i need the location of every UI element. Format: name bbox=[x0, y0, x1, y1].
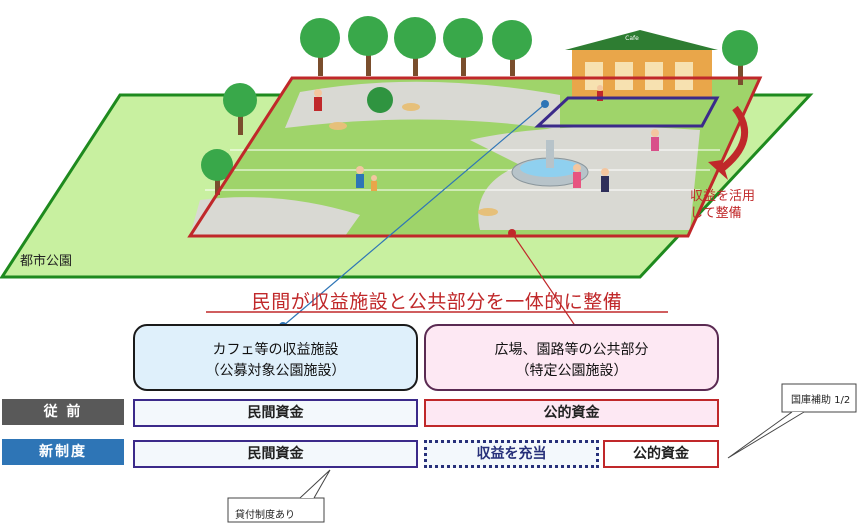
subsidy-callout-pointer bbox=[727, 411, 805, 459]
new-public-funds: 公的資金 bbox=[603, 440, 719, 468]
leader-dot-blue bbox=[541, 100, 549, 108]
cafe-building: Cafe bbox=[565, 30, 718, 98]
subsidy-callout-text: 国庫補助 1/2 bbox=[791, 395, 851, 406]
row-label-before: 従 前 bbox=[2, 399, 124, 425]
public-area-outline bbox=[187, 76, 763, 238]
loan-callout-pointer bbox=[299, 469, 331, 499]
new-private-funds: 民間資金 bbox=[133, 440, 418, 468]
row-label-new: 新制度 bbox=[2, 439, 124, 465]
revenue-facility-category: カフェ等の収益施設 （公募対象公園施設） bbox=[133, 324, 418, 391]
flower-bed bbox=[478, 208, 498, 216]
flower-bed bbox=[329, 122, 347, 130]
side-note-line: 収益を活用 bbox=[690, 189, 756, 204]
category-title: 広場、園路等の公共部分 bbox=[494, 342, 649, 358]
headline: 民間が収益施設と公共部分を一体的に整備 bbox=[251, 291, 623, 313]
new-revenue-allocation: 収益を充当 bbox=[424, 440, 599, 468]
people bbox=[314, 85, 659, 192]
fountain-column bbox=[546, 140, 554, 168]
leader-dot-red bbox=[508, 229, 516, 237]
curved-arrow bbox=[717, 105, 749, 173]
side-note-line: して整備 bbox=[690, 206, 742, 221]
cafe-sign: Cafe bbox=[625, 35, 639, 42]
revenue-facility-outline bbox=[534, 96, 720, 128]
leader-line-blue bbox=[282, 103, 546, 327]
subsidy-callout-box bbox=[781, 383, 857, 413]
city-park-label: 都市公園 bbox=[20, 254, 73, 269]
walking-path bbox=[285, 81, 560, 130]
category-subtitle: （特定公園施設） bbox=[515, 363, 628, 379]
category-title: カフェ等の収益施設 bbox=[212, 342, 339, 358]
category-subtitle: （公募対象公園施設） bbox=[205, 363, 346, 379]
flower-bed bbox=[402, 103, 420, 111]
before-public-funds: 公的資金 bbox=[424, 399, 719, 427]
leader-line-red bbox=[511, 232, 579, 331]
public-area-category: 広場、園路等の公共部分 （特定公園施設） bbox=[424, 324, 719, 391]
side-path bbox=[190, 197, 360, 236]
side-note: 収益を活用 して整備 bbox=[690, 188, 755, 222]
before-private-funds: 民間資金 bbox=[133, 399, 418, 427]
curved-arrow-head bbox=[708, 160, 728, 180]
tree-row bbox=[201, 16, 758, 195]
plaza-pavement bbox=[470, 126, 700, 230]
loan-callout-box bbox=[227, 497, 325, 523]
loan-callout-text: 貸付制度あり bbox=[235, 510, 295, 521]
